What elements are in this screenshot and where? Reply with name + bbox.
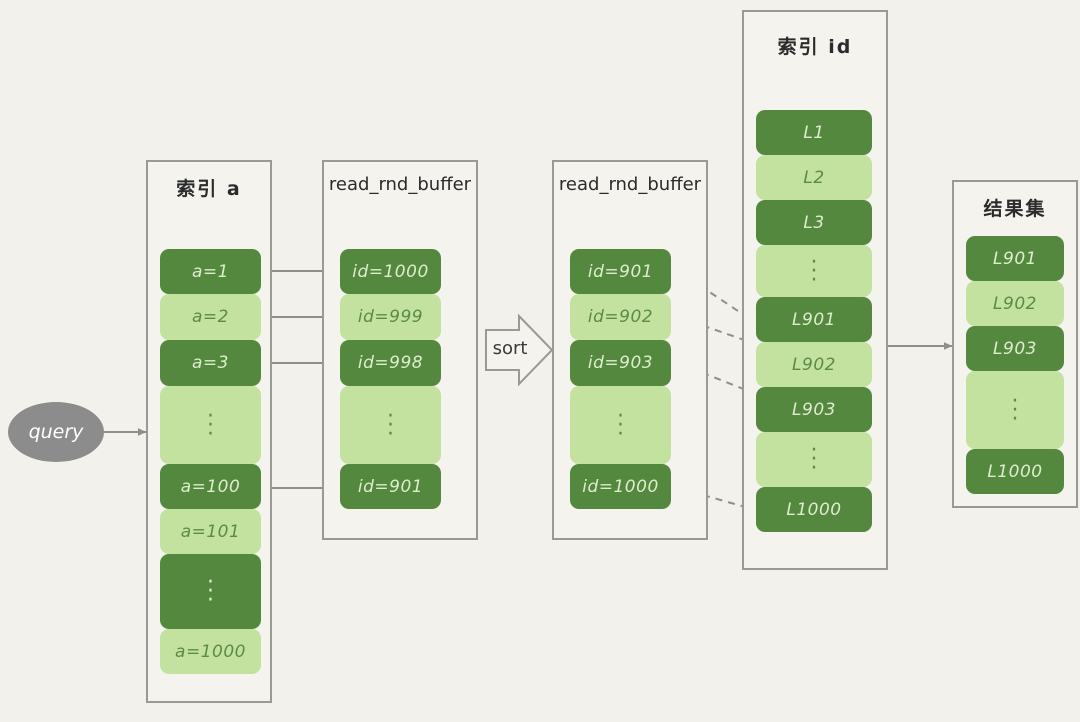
cell-index-a-3: ··· <box>160 386 261 464</box>
cell-index-id-0: L1 <box>756 110 872 155</box>
cell-label: a=1000 <box>175 641 246 662</box>
cell-index-id-2: L3 <box>756 200 872 245</box>
cell-result-set-1: L902 <box>966 281 1064 326</box>
panel-index-id-title: 索引 id <box>777 36 853 58</box>
cell-read-rnd-buffer-unsorted-0: id=1000 <box>340 249 441 294</box>
cell-result-set-0: L901 <box>966 236 1064 281</box>
cell-label: L903 <box>993 338 1037 359</box>
cell-label: id=999 <box>357 307 424 327</box>
cell-label: L903 <box>792 399 836 420</box>
cell-read-rnd-buffer-sorted-3: ··· <box>570 386 671 464</box>
query-label: query <box>28 421 84 443</box>
cell-label: id=1000 <box>582 476 659 497</box>
cell-label: id=901 <box>587 261 654 282</box>
cell-index-a-4: a=100 <box>160 464 261 509</box>
panel-read-rnd-buffer-unsorted-title: read_rnd_buffer <box>328 174 472 195</box>
cell-read-rnd-buffer-unsorted-3: ··· <box>340 386 441 464</box>
cell-index-id-3: ··· <box>756 245 872 297</box>
cell-label: a=101 <box>180 521 241 542</box>
cell-label: a=1 <box>192 261 229 282</box>
ellipsis-icon: ··· <box>207 403 214 447</box>
query-node: query <box>8 402 104 462</box>
cell-result-set-3: ··· <box>966 371 1064 449</box>
ellipsis-icon: ··· <box>810 438 818 481</box>
ellipsis-icon: ··· <box>387 403 394 447</box>
cell-index-a-1: a=2 <box>160 294 261 340</box>
cell-label: L901 <box>792 309 836 330</box>
cell-label: id=1000 <box>352 261 429 282</box>
sort-label: sort <box>492 338 528 359</box>
cell-label: L901 <box>993 248 1037 269</box>
cell-label: L2 <box>803 167 825 188</box>
ellipsis-icon: ··· <box>810 249 818 293</box>
cell-read-rnd-buffer-sorted-0: id=901 <box>570 249 671 294</box>
cell-label: id=998 <box>357 353 424 373</box>
cell-index-a-6: ··· <box>160 554 261 629</box>
cell-read-rnd-buffer-sorted-2: id=903 <box>570 340 671 386</box>
cell-index-a-5: a=101 <box>160 509 261 554</box>
cell-label: L1000 <box>786 499 842 520</box>
ellipsis-icon: ··· <box>1011 388 1019 432</box>
cell-label: a=3 <box>192 353 229 373</box>
cell-label: L1 <box>803 122 825 143</box>
cell-label: a=2 <box>192 307 229 327</box>
cell-index-a-0: a=1 <box>160 249 261 294</box>
cell-index-id-1: L2 <box>756 155 872 200</box>
cell-index-a-7: a=1000 <box>160 629 261 674</box>
cell-label: id=902 <box>587 307 654 327</box>
cell-label: L1000 <box>987 461 1043 482</box>
cell-label: L902 <box>792 354 836 375</box>
cell-read-rnd-buffer-sorted-1: id=902 <box>570 294 671 340</box>
cell-index-id-7: ··· <box>756 432 872 487</box>
cell-index-a-2: a=3 <box>160 340 261 386</box>
cell-read-rnd-buffer-unsorted-1: id=999 <box>340 294 441 340</box>
ellipsis-icon: ··· <box>207 570 214 613</box>
cell-index-id-8: L1000 <box>756 487 872 532</box>
cell-label: id=903 <box>587 353 654 373</box>
panel-read-rnd-buffer-sorted-title: read_rnd_buffer <box>558 174 702 195</box>
sort-block-arrow <box>485 313 554 387</box>
ellipsis-icon: ··· <box>617 403 624 447</box>
panel-result-set-title: 结果集 <box>983 198 1047 220</box>
cell-index-id-4: L901 <box>756 297 872 342</box>
cell-read-rnd-buffer-sorted-4: id=1000 <box>570 464 671 509</box>
panel-index-a-title: 索引 a <box>176 178 242 200</box>
cell-label: id=901 <box>357 476 424 497</box>
cell-label: a=100 <box>180 476 241 497</box>
cell-label: L3 <box>803 212 825 233</box>
cell-result-set-4: L1000 <box>966 449 1064 494</box>
cell-label: L902 <box>993 293 1037 314</box>
cell-read-rnd-buffer-unsorted-2: id=998 <box>340 340 441 386</box>
cell-result-set-2: L903 <box>966 326 1064 371</box>
cell-read-rnd-buffer-unsorted-4: id=901 <box>340 464 441 509</box>
cell-index-id-6: L903 <box>756 387 872 432</box>
cell-index-id-5: L902 <box>756 342 872 387</box>
